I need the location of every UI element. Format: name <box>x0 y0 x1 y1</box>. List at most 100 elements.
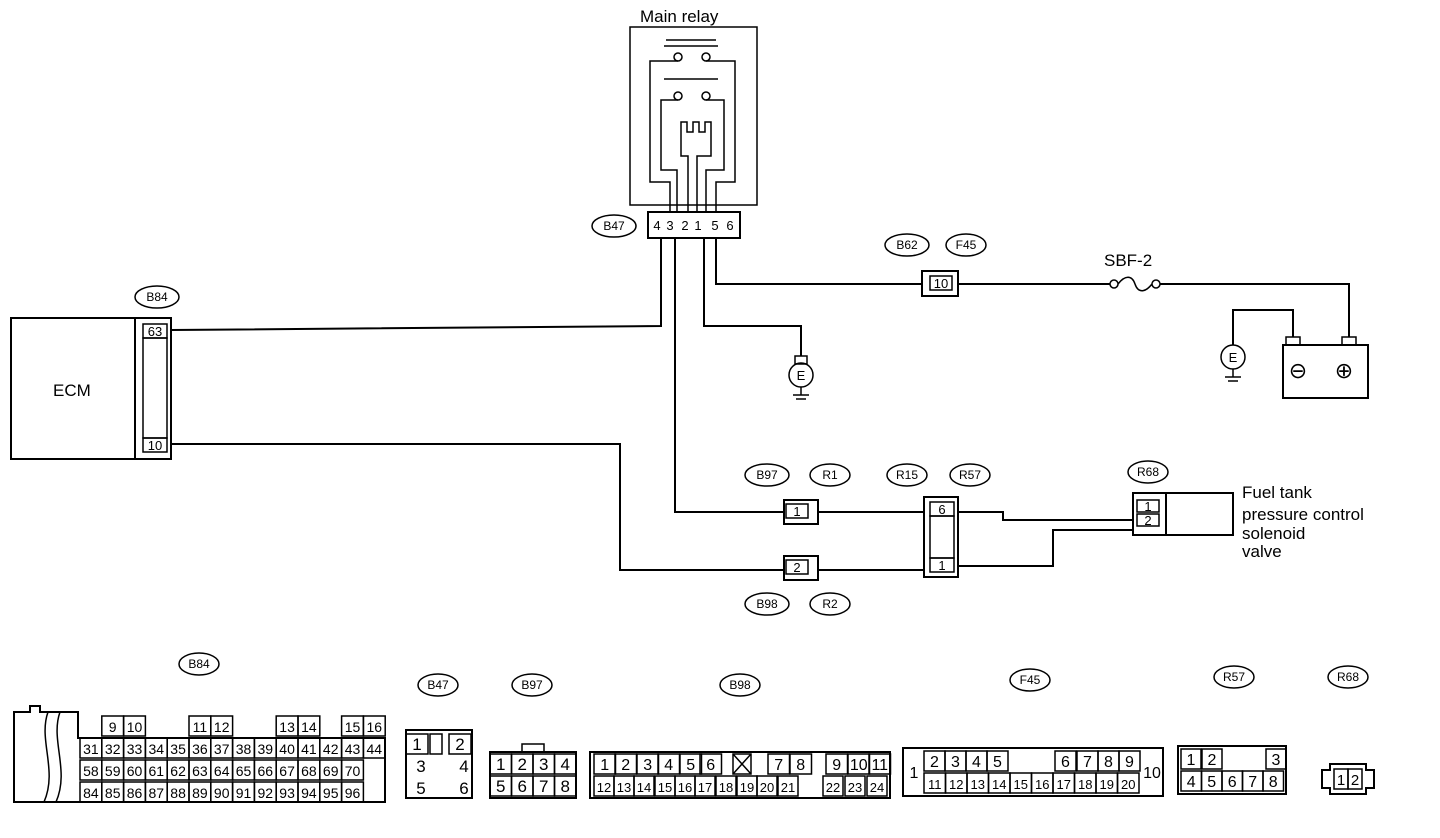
f45-pin: 6 <box>1061 754 1070 771</box>
f45-pin: 12 <box>949 777 963 792</box>
r68-title: R68 <box>1327 665 1369 689</box>
b84-pin: 58 <box>83 763 99 779</box>
b98-pin: 7 <box>774 757 783 774</box>
b97-cell <box>553 753 577 775</box>
b84-pin: 11 <box>193 719 208 735</box>
b84-cell <box>362 737 386 759</box>
r57-cell <box>1265 748 1287 770</box>
connector-b97-r1: B97 R1 1 <box>744 463 851 525</box>
battery-negative: ⊖ <box>1289 358 1307 383</box>
b84-cell <box>297 715 321 737</box>
b98-pin: 10 <box>850 757 868 774</box>
b84-cell <box>340 759 365 781</box>
b84-pin: 9 <box>109 719 117 735</box>
b84-pin: 15 <box>345 719 361 735</box>
ground-label-relay: E <box>797 368 806 383</box>
b98-cell <box>694 775 716 797</box>
b47-cell <box>448 733 472 755</box>
b84-pin: 40 <box>279 741 295 757</box>
b98-cell <box>633 775 655 797</box>
b47-pin: 2 <box>455 735 464 754</box>
ecm-pin-63: 63 <box>148 324 162 339</box>
b84-pin: 35 <box>170 741 186 757</box>
main-relay: Main relay <box>629 7 758 212</box>
r57-title-oval <box>1213 665 1255 689</box>
r68-title-label: R68 <box>1337 670 1359 684</box>
b98-cell <box>866 775 888 797</box>
f45-pin: 5 <box>993 754 1002 771</box>
b97-pin: 4 <box>561 755 570 774</box>
f45-pin: 11 <box>928 777 942 792</box>
b98-pin: 24 <box>870 780 884 795</box>
b98-title-label: B98 <box>729 678 751 692</box>
b84-pin: 39 <box>258 741 274 757</box>
b97-pin: 3 <box>539 755 548 774</box>
r57-cell <box>1201 748 1223 770</box>
r57-pin-1: 1 <box>938 558 945 573</box>
b98-pin: 1 <box>600 757 609 774</box>
b47-pin: 6 <box>459 779 468 798</box>
connector-label-b84: B84 <box>146 290 168 304</box>
b98-title: B98 <box>719 673 761 697</box>
b97-pin: 6 <box>518 777 527 796</box>
r57-cell <box>1262 770 1285 792</box>
f45-pin: 18 <box>1078 777 1092 792</box>
b98-cell <box>777 775 799 797</box>
f45-pin: 2 <box>930 754 939 771</box>
b98-cell <box>789 753 813 775</box>
b84-pin: 92 <box>258 785 274 801</box>
b84-cell <box>210 715 234 737</box>
ground-battery: E <box>1220 344 1246 382</box>
b84-pin: 34 <box>149 741 165 757</box>
b84-pin: 64 <box>214 763 230 779</box>
b84-latch <box>43 711 62 803</box>
r68-title-oval <box>1327 665 1369 689</box>
b84-pin: 69 <box>323 763 339 779</box>
b84-pin: 13 <box>279 719 295 735</box>
ecm-pin-10: 10 <box>148 438 162 453</box>
r57-title: R57 <box>1213 665 1255 689</box>
b47-housing <box>405 729 473 799</box>
svg-text:3: 3 <box>666 218 673 233</box>
solenoid-label-line-4: valve <box>1242 542 1282 561</box>
relay-connector-b47: B47 4 3 2 1 5 6 <box>591 211 741 239</box>
b97-cell <box>553 775 577 797</box>
b84-pin: 93 <box>279 785 295 801</box>
b98-cell <box>822 775 844 797</box>
connector-label-r2: R2 <box>822 597 838 611</box>
r57-pin: 2 <box>1208 752 1217 769</box>
b98-pin: 8 <box>796 757 805 774</box>
b84-pin: 42 <box>323 741 339 757</box>
b98-pin: 14 <box>637 780 651 795</box>
b84-pin: 12 <box>214 719 230 735</box>
b97-pin: 8 <box>561 777 570 796</box>
f45-pin: 15 <box>1014 777 1028 792</box>
connector-label-r68: R68 <box>1137 465 1159 479</box>
svg-text:4: 4 <box>653 218 660 233</box>
connector-label-r57: R57 <box>959 468 981 482</box>
b98-pin: 19 <box>740 780 754 795</box>
b84-pin: 89 <box>192 785 208 801</box>
fuse-sbf2: SBF-2 <box>1104 251 1161 292</box>
b47-pin: 5 <box>416 779 425 798</box>
f45-pin: 3 <box>951 754 960 771</box>
f45-title-label: F45 <box>1020 673 1041 687</box>
b84-cell <box>362 715 386 737</box>
r57-title-label: R57 <box>1223 670 1245 684</box>
main-relay-label: Main relay <box>640 7 719 26</box>
connector-b98-r2: 2 B98 R2 <box>744 555 851 616</box>
b84-title-label: B84 <box>188 657 210 671</box>
ecm-label: ECM <box>53 381 91 400</box>
b97-title-oval <box>511 673 553 697</box>
f45-pin: 14 <box>992 777 1006 792</box>
b84-pin: 31 <box>83 741 99 757</box>
f45-pin: 7 <box>1083 754 1092 771</box>
b84-pin: 61 <box>149 763 165 779</box>
b84-pin: 33 <box>127 741 143 757</box>
r57-pin-6: 6 <box>938 502 945 517</box>
f45-pin: 4 <box>972 754 981 771</box>
